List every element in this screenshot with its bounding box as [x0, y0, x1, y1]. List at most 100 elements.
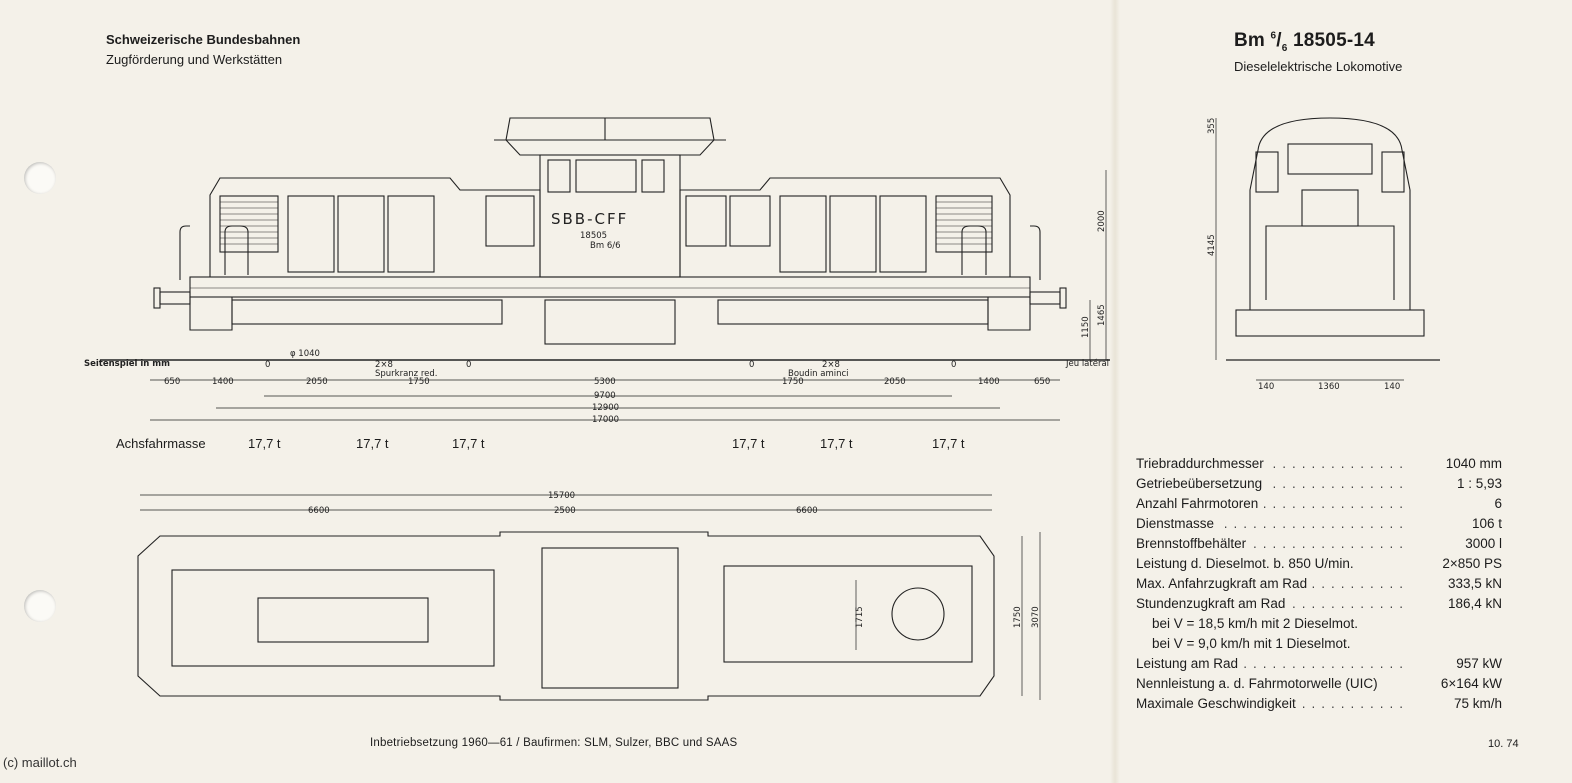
- spec-label: bei V = 9,0 km/h mit 1 Dieselmot.: [1152, 636, 1355, 651]
- spec-row: ........................................…: [1136, 516, 1502, 531]
- flange-note-right: Boudin aminci: [788, 369, 849, 379]
- dim-1750: 1750: [782, 377, 804, 387]
- spec-row: ........................................…: [1136, 656, 1502, 671]
- end-window: [1287, 143, 1373, 175]
- cab-window: [547, 159, 571, 193]
- grille-right: [935, 195, 993, 253]
- punch-hole-top: [24, 162, 56, 194]
- bogie-left: [231, 299, 503, 325]
- punch-hole-bottom: [24, 590, 56, 622]
- dim-2050: 2050: [884, 377, 906, 387]
- dept-name: Zugförderung und Werkstätten: [106, 52, 283, 67]
- play-value: 2×8: [375, 360, 393, 370]
- spec-label: Anzahl Fahrmotoren: [1136, 496, 1263, 511]
- step-left: [189, 297, 233, 331]
- loco-number-text: 18505: [580, 231, 607, 241]
- grille-lines: [220, 201, 278, 245]
- engine-compartment: [171, 569, 495, 667]
- hood-left: [209, 177, 541, 278]
- spec-row: ........................................…: [1136, 536, 1502, 551]
- buffer-head: [1059, 287, 1067, 309]
- axle-load: 17,7 t: [932, 436, 965, 451]
- dims-row2: 9700 12900 17000: [592, 391, 619, 425]
- spec-label: Maximale Geschwindigkeit: [1136, 696, 1300, 711]
- generator-compartment: [723, 565, 973, 663]
- plan-width-1750: 1750: [1013, 606, 1023, 628]
- hood-louvre: [485, 195, 535, 247]
- spec-row: bei V = 9,0 km/h mit 1 Dieselmot.: [1136, 636, 1536, 656]
- spec-value: 106 t: [1471, 516, 1502, 531]
- buffer-head: [153, 287, 161, 309]
- dim-650: 650: [164, 377, 180, 387]
- spec-value: 6×164 kW: [1440, 676, 1502, 691]
- spec-value: 957 kW: [1456, 656, 1502, 671]
- plan-outline: [137, 531, 995, 701]
- title-sub: 6: [1281, 42, 1288, 54]
- spec-label: Getriebeübersetzung: [1136, 476, 1267, 491]
- spec-value: 75 km/h: [1453, 696, 1502, 711]
- hood-door: [829, 195, 877, 273]
- cab-window: [575, 159, 637, 193]
- end-handrail: [1265, 225, 1395, 300]
- title-prefix: Bm: [1234, 30, 1266, 51]
- grille-left: [219, 195, 279, 253]
- spec-label: Dienstmasse: [1136, 516, 1219, 531]
- title-number: 18505-14: [1293, 30, 1375, 51]
- end-roof: 355: [1207, 118, 1217, 134]
- cab-roof: [505, 117, 715, 156]
- height-2000: 2000: [1097, 210, 1107, 232]
- dims-row1: 650 1400 2050 1750 5300 1750 2050 1400 6…: [164, 377, 1050, 387]
- lateral-play-values: 0 2×8 0 0 2×8 0: [265, 360, 956, 370]
- loco-subtitle: Dieselelektrische Lokomotive: [1234, 59, 1403, 74]
- axle-load: 17,7 t: [452, 436, 485, 451]
- spec-row: ........................................…: [1136, 696, 1536, 716]
- spec-value: 1040 mm: [1445, 456, 1502, 471]
- end-view: 4145 355 140 1360 140: [1207, 117, 1440, 392]
- handrail: [1030, 225, 1041, 280]
- hood-louvre: [685, 195, 727, 247]
- spec-row: ........................................…: [1136, 496, 1502, 511]
- dim-12900: 12900: [592, 403, 619, 413]
- spec-label: bei V = 18,5 km/h mit 2 Dieselmot.: [1152, 616, 1362, 631]
- plan-dim-mid: 2500: [554, 506, 576, 516]
- grille-lines: [936, 201, 992, 245]
- spec-value: 1 : 5,93: [1456, 476, 1502, 491]
- end-window: [1381, 151, 1405, 193]
- spec-row: bei V = 18,5 km/h mit 2 Dieselmot.: [1136, 616, 1536, 636]
- hood-door: [337, 195, 385, 273]
- wheel-diameter: φ 1040: [290, 349, 320, 359]
- axle-load: 17,7 t: [732, 436, 765, 451]
- spec-label: Leistung d. Dieselmot. b. 850 U/min.: [1136, 556, 1358, 571]
- play-value: 0: [951, 360, 956, 370]
- handrail: [224, 225, 249, 275]
- print-date: 10. 74: [1488, 738, 1519, 750]
- spec-row: ........................................…: [1136, 596, 1536, 616]
- hood-door: [387, 195, 435, 273]
- spec-row: ........................................…: [1136, 576, 1536, 596]
- spec-label: Max. Anfahrzugkraft am Rad: [1136, 576, 1312, 591]
- play-value: 2×8: [822, 360, 840, 370]
- plan-width-1715: 1715: [855, 606, 865, 628]
- spec-row: ........................................…: [1136, 476, 1502, 491]
- end-body: [1249, 117, 1411, 311]
- axle-load: 17,7 t: [248, 436, 281, 451]
- dim-9700: 9700: [594, 391, 616, 401]
- title-sup: 6: [1270, 30, 1277, 42]
- copyright: (c) maillot.ch: [3, 755, 77, 770]
- plan-dim-right: 6600: [796, 506, 818, 516]
- play-value: 0: [749, 360, 754, 370]
- class-mark-text: Bm 6/6: [590, 241, 621, 251]
- plan-view: 15700 6600 2500 6600 1750 3070 1715: [137, 491, 1041, 701]
- diesel-engine: [257, 597, 429, 643]
- spec-row: Nennleistung a. d. Fahrmotorwelle (UIC)6…: [1136, 676, 1536, 696]
- cab-window: [641, 159, 665, 193]
- livery-text: SBB-CFF: [551, 210, 628, 228]
- spec-value: 333,5 kN: [1447, 576, 1502, 591]
- spec-value: 6: [1494, 496, 1502, 511]
- plan-length: 15700: [548, 491, 575, 501]
- dim-2050: 2050: [306, 377, 328, 387]
- play-value: 0: [265, 360, 270, 370]
- height-1465: 1465: [1097, 304, 1107, 326]
- plan-width-3070: 3070: [1031, 606, 1041, 628]
